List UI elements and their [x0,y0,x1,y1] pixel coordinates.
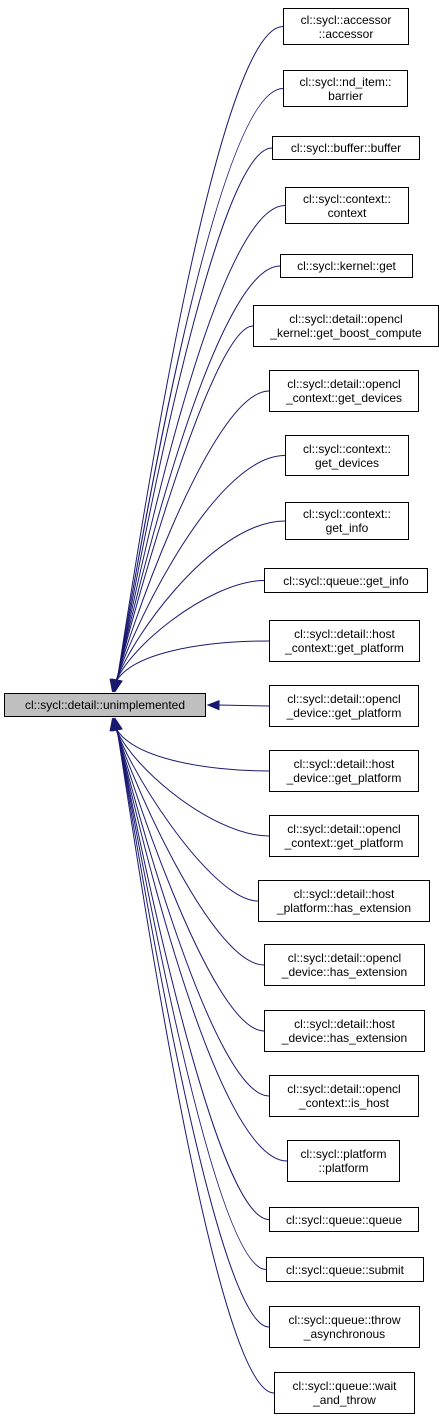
caller-node-barrier[interactable]: cl::sycl::nd_item:: barrier [283,70,408,107]
call-edge [113,455,286,692]
call-edge [112,718,270,837]
call-edge [112,580,265,692]
caller-node-opencl-device-has-extension[interactable]: cl::sycl::detail::opencl _device::has_ex… [264,944,425,986]
call-edge [114,718,270,1220]
edge-arrowhead [206,699,220,711]
call-edge [114,718,270,1328]
caller-node-queue-queue[interactable]: cl::sycl::queue::queue [269,1207,419,1232]
caller-node-opencl-device-get-platform[interactable]: cl::sycl::detail::opencl _device::get_pl… [269,685,419,727]
caller-node-host-platform-has-extension[interactable]: cl::sycl::detail::host _platform::has_ex… [258,880,430,922]
call-edge [113,325,254,692]
caller-node-host-context-get-platform[interactable]: cl::sycl::detail::host _context::get_pla… [269,620,420,662]
call-edge [113,718,265,966]
edge-arrowhead [109,678,120,693]
caller-node-kernel-get[interactable]: cl::sycl::kernel::get [280,254,413,278]
call-edge [113,718,265,1032]
call-edge [114,205,286,692]
call-edge [217,704,270,707]
caller-node-buffer[interactable]: cl::sycl::buffer::buffer [272,136,420,160]
caller-node-host-device-get-platform[interactable]: cl::sycl::detail::host _device::get_plat… [269,750,419,792]
caller-node-queue-get-info[interactable]: cl::sycl::queue::get_info [264,568,428,593]
call-edge [114,88,284,692]
call-edge [112,520,286,692]
edge-arrowhead [112,717,123,732]
caller-node-host-device-has-extension[interactable]: cl::sycl::detail::host _device::has_exte… [264,1010,425,1052]
call-edge [114,147,273,692]
caller-node-context[interactable]: cl::sycl::context:: context [285,187,409,224]
caller-node-queue-throw-asynchronous[interactable]: cl::sycl::queue::throw _asynchronous [269,1306,420,1348]
call-edge [113,718,270,1097]
caller-node-context-get-devices[interactable]: cl::sycl::context:: get_devices [285,435,409,476]
caller-node-accessor[interactable]: cl::sycl::accessor ::accessor [283,8,409,45]
call-edge [113,390,270,692]
caller-node-queue-submit[interactable]: cl::sycl::queue::submit [266,1257,424,1282]
caller-node-opencl-context-get-devices[interactable]: cl::sycl::detail::opencl _context::get_d… [269,370,419,412]
caller-node-opencl-context-get-platform[interactable]: cl::sycl::detail::opencl _context::get_p… [269,815,419,857]
caller-node-get-boost-compute[interactable]: cl::sycl::detail::opencl _kernel::get_bo… [253,305,439,347]
call-edge [111,640,270,692]
caller-node-platform[interactable]: cl::sycl::platform ::platform [287,1140,400,1182]
root-node: cl::sycl::detail::unimplemented [4,693,206,717]
call-edge [114,718,275,1394]
caller-node-queue-wait-and-throw[interactable]: cl::sycl::queue::wait _and_throw [274,1372,415,1414]
call-edge [111,718,270,772]
call-edge [112,718,259,902]
call-edge [114,26,284,692]
caller-node-context-get-info[interactable]: cl::sycl::context:: get_info [285,502,409,540]
caller-node-opencl-context-is-host[interactable]: cl::sycl::detail::opencl _context::is_ho… [269,1075,419,1117]
call-edge [114,718,267,1270]
